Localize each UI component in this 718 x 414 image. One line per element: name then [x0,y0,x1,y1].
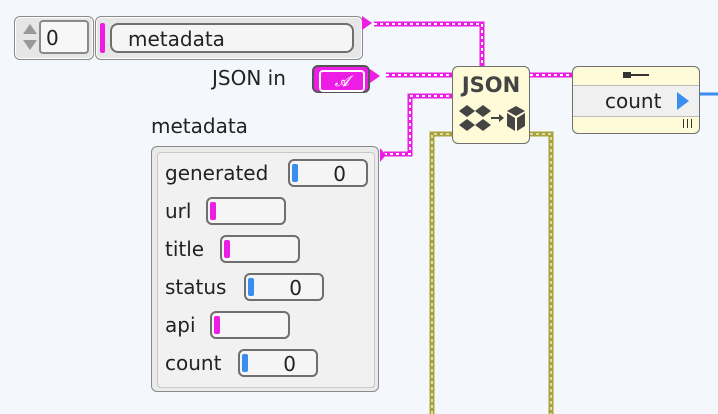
cluster-field-label: url [165,199,192,223]
numeric-type-indicator [242,354,248,372]
cluster-field-value: 0 [283,352,296,376]
cluster-field-label: api [165,313,196,337]
string-type-indicator [224,240,230,258]
json-in-inner: 𝓐 [319,70,365,92]
string-type-indicator [210,202,216,220]
index-input[interactable]: 0 [39,20,89,54]
index-value: 0 [46,26,59,50]
cluster-string-field[interactable] [210,311,290,339]
metadata-string-input[interactable]: metadata [110,23,354,53]
json-in-terminal[interactable]: 𝓐 [312,65,370,93]
cluster-inner-frame [157,152,375,388]
cluster-field-label: generated [165,161,269,185]
metadata-array-frame: metadata [95,16,363,60]
cluster-string-field[interactable] [220,235,300,263]
wrench-icon [623,72,649,78]
numeric-type-indicator [292,164,298,182]
output-arrow-icon [677,92,689,110]
cluster-numeric-field[interactable]: 0 [288,159,368,187]
json-in-arrow-icon [370,69,380,83]
index-array-frame: 0 [14,16,94,60]
unflatten-icon [459,105,525,131]
json-unflatten-node[interactable]: JSON [452,66,530,144]
numeric-type-indicator [248,278,254,296]
decrement-arrow-icon[interactable] [23,40,37,50]
cluster-numeric-field[interactable]: 0 [238,349,318,377]
cluster-wire-output[interactable] [429,131,554,414]
string-wire-metadata[interactable] [374,21,485,66]
string-type-indicator [100,23,105,53]
increment-arrow-icon[interactable] [23,24,37,34]
metadata-terminal-icon[interactable] [362,16,372,30]
cluster-string-field[interactable] [206,197,286,225]
unbundle-by-name-node[interactable]: count [572,66,700,134]
metadata-string-value: metadata [128,27,225,51]
cluster-field-label: status [165,275,227,299]
string-glyph-icon: 𝓐 [334,72,350,90]
count-element-row[interactable]: count [573,85,699,117]
cluster-numeric-field[interactable]: 0 [244,273,324,301]
cluster-field-value: 0 [333,162,346,186]
string-type-indicator [214,316,220,334]
cluster-field-label: count [165,351,222,375]
json-node-title: JSON [461,73,521,97]
cluster-label: metadata [151,114,248,138]
cluster-field-value: 0 [289,276,302,300]
cluster-field-list: generated 0 url title status 0 api count 0 [152,147,378,391]
metadata-cluster[interactable]: generated 0 url title status 0 api count 0 [151,146,379,392]
json-in-label: JSON in [212,66,286,90]
resize-handle-icon[interactable] [681,119,695,129]
string-wire-cluster-type[interactable] [384,93,452,157]
cluster-terminal-icon[interactable] [380,148,386,162]
index-stepper[interactable] [21,22,39,52]
cluster-field-label: title [165,237,205,261]
count-element-label: count [605,89,662,113]
